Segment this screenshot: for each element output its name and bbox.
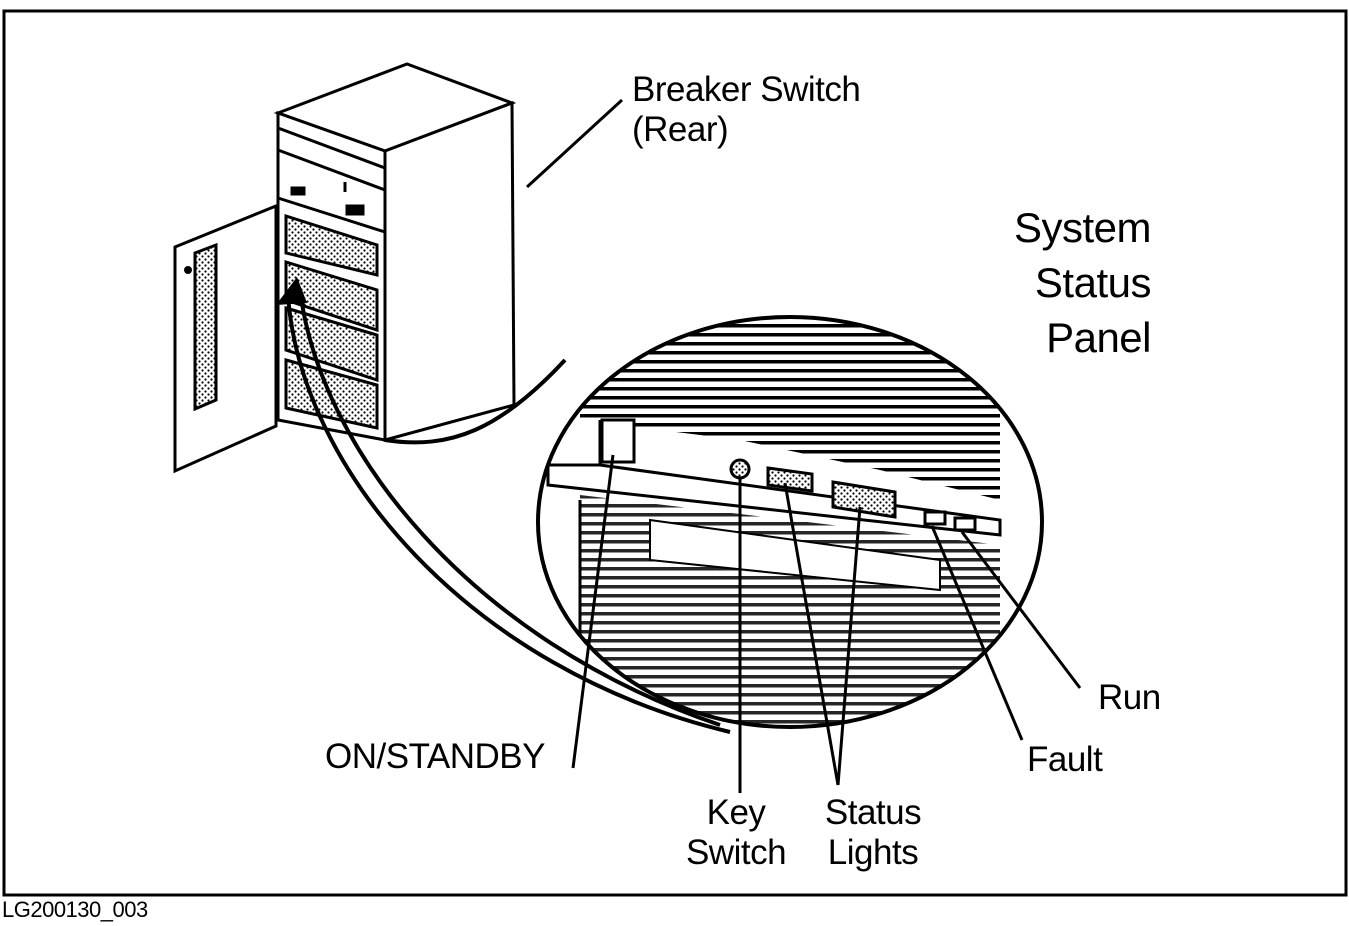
magnifier-connector — [286, 289, 731, 734]
figure-frame — [2, 9, 1348, 897]
figure-id: LG200130_003 — [2, 897, 148, 922]
fault-label: Fault — [1027, 740, 1103, 779]
key-switch-label: Key Switch — [680, 793, 792, 873]
panel-title-line3: Panel — [1046, 314, 1151, 361]
panel-title-line2: Status — [1034, 259, 1152, 306]
status-lights-label-line2: Lights — [827, 833, 919, 872]
status-lights-label-line1: Status — [824, 793, 922, 832]
key-switch-label-line1: Key — [706, 793, 766, 832]
breaker-switch-label-line2: (Rear) — [632, 110, 729, 149]
run-label: Run — [1098, 678, 1161, 717]
key-switch-label-line2: Switch — [685, 833, 787, 872]
fault-leader — [930, 525, 1024, 741]
leader-lines — [525, 98, 1082, 793]
status-lights-label: Status Lights — [818, 793, 928, 873]
breaker-switch-leader — [525, 98, 624, 189]
panel-title-line1: System — [1013, 204, 1152, 251]
computer-cabinet-icon — [173, 62, 517, 474]
breaker-switch-label: Breaker Switch (Rear) — [632, 70, 861, 150]
system-status-panel-title: System Status Panel — [993, 200, 1152, 365]
status-lights-leader-2 — [836, 506, 862, 786]
on-standby-label: ON/STANDBY — [325, 737, 545, 776]
breaker-switch-label-line1: Breaker Switch — [632, 70, 861, 109]
status-lights-leader-1 — [783, 482, 840, 786]
connector-arrowhead — [276, 277, 307, 305]
run-leader — [960, 531, 1082, 689]
on-standby-leader — [571, 454, 615, 769]
